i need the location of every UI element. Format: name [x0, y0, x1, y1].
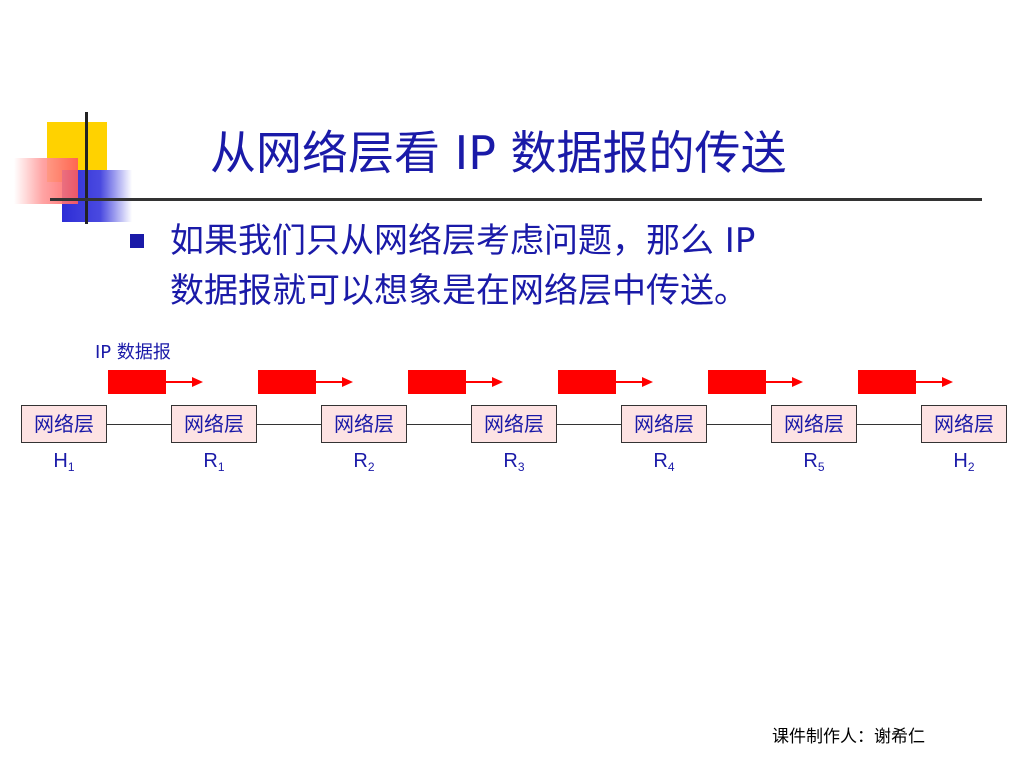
forward-arrow-icon [616, 377, 653, 387]
bullet-text-line-1: 如果我们只从网络层考虑问题，那么 IP [170, 221, 756, 261]
link-line [257, 424, 321, 425]
bullet-square-icon [130, 234, 144, 248]
node-label: R4 [653, 450, 675, 474]
bullet-text-line-2: 数据报就可以想象是在网络层中传送。 [170, 271, 748, 311]
ip-datagram-packet [408, 370, 466, 394]
ip-datagram-packet [558, 370, 616, 394]
network-layer-box: 网络层 [621, 405, 707, 443]
network-layer-box: 网络层 [171, 405, 257, 443]
node-label: H2 [953, 450, 975, 474]
node-label: R1 [203, 450, 225, 474]
footer-author: 课件制作人：谢希仁 [772, 727, 925, 747]
deco-vertical-line [85, 112, 88, 224]
ip-datagram-packet [108, 370, 166, 394]
node-label: R3 [503, 450, 525, 474]
node-label: H1 [53, 450, 75, 474]
network-layer-box: 网络层 [321, 405, 407, 443]
network-layer-box: 网络层 [21, 405, 107, 443]
forward-arrow-icon [466, 377, 503, 387]
link-line [107, 424, 171, 425]
page-title: 从网络层看 IP 数据报的传送 [210, 126, 787, 180]
datagram-label: IP 数据报 [95, 342, 171, 363]
title-divider [50, 198, 982, 201]
network-layer-box: 网络层 [471, 405, 557, 443]
link-line [407, 424, 471, 425]
node-label: R5 [803, 450, 825, 474]
deco-red-square [14, 158, 78, 204]
link-line [557, 424, 621, 425]
network-layer-box: 网络层 [921, 405, 1007, 443]
node-label: R2 [353, 450, 375, 474]
ip-datagram-packet [858, 370, 916, 394]
forward-arrow-icon [766, 377, 803, 387]
ip-datagram-packet [258, 370, 316, 394]
link-line [857, 424, 921, 425]
link-line [707, 424, 771, 425]
ip-datagram-packet [708, 370, 766, 394]
forward-arrow-icon [316, 377, 353, 387]
forward-arrow-icon [166, 377, 203, 387]
forward-arrow-icon [916, 377, 953, 387]
network-layer-box: 网络层 [771, 405, 857, 443]
